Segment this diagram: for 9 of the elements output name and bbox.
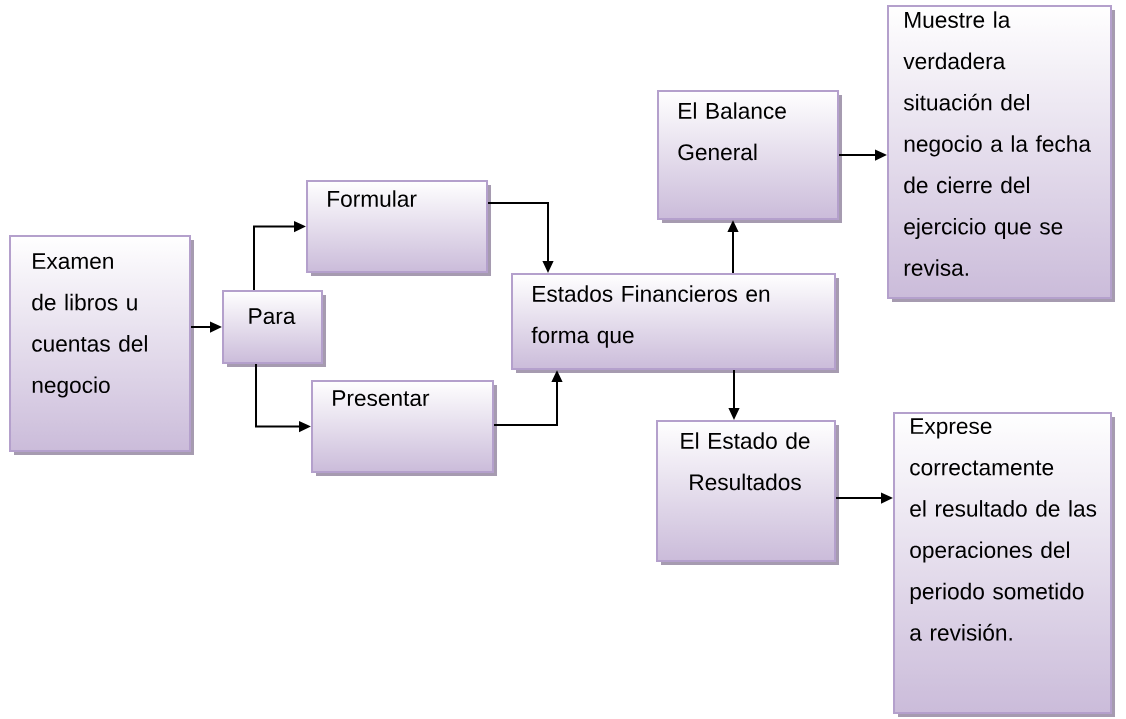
process-box: Presentar [311,380,497,476]
process-box: Examen de libros u cuentas del negocio [9,235,194,455]
process-box: Exprese correctamente el resultado de las operaciones del periodo sometido a revisión. [893,412,1115,717]
process-box: El Balance General [657,90,842,223]
process-box: Formular [306,180,491,276]
process-box: Estados Financieros en forma que [511,273,839,373]
process-box: El Estado de Resultados [656,420,839,565]
process-box: Muestre la verdadera situación del negocio a la fecha de cierre del ejercicio que se revisa. [887,5,1115,302]
process-box: Para [222,290,326,367]
